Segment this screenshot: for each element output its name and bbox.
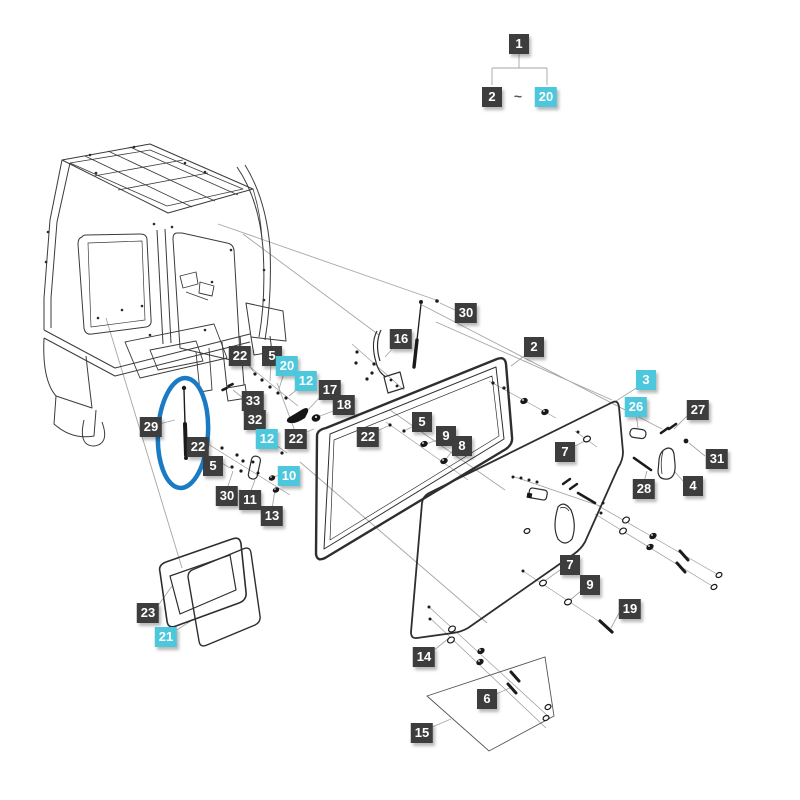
part-label-27[interactable]: 27: [686, 400, 710, 420]
part-label-8[interactable]: 8: [452, 436, 472, 456]
part-label-30[interactable]: 30: [215, 486, 239, 506]
part-label-7[interactable]: 7: [555, 442, 575, 462]
part-label-7[interactable]: 7: [560, 555, 580, 575]
part-label-2[interactable]: 2: [524, 337, 544, 357]
part-label-5[interactable]: 5: [203, 456, 223, 476]
part-label-15[interactable]: 15: [410, 723, 434, 743]
part-label-1[interactable]: 1: [509, 34, 529, 54]
part-label-12[interactable]: 12: [255, 429, 279, 449]
check-pin: [632, 456, 653, 472]
part-label-29[interactable]: 29: [139, 417, 163, 437]
latch-and-handle: [526, 487, 575, 544]
part-label-28[interactable]: 28: [632, 479, 656, 499]
part-label-22[interactable]: 22: [186, 437, 210, 457]
group-bracket: [491, 54, 548, 85]
part-label-13[interactable]: 13: [260, 506, 284, 526]
part-label-6[interactable]: 6: [477, 689, 497, 709]
door-glass-upper: [314, 356, 514, 561]
part-label-20[interactable]: 20: [534, 87, 558, 107]
hinge-plate-cluster: [247, 455, 262, 480]
part-label-22[interactable]: 22: [228, 346, 252, 366]
part-label-23[interactable]: 23: [136, 603, 160, 623]
part-label-3[interactable]: 3: [636, 370, 656, 390]
part-label-21[interactable]: 21: [154, 627, 178, 647]
part-label-9[interactable]: 9: [580, 575, 600, 595]
part-label-30[interactable]: 30: [454, 303, 478, 323]
gas-strut: [181, 385, 188, 460]
part-label-10[interactable]: 10: [277, 466, 301, 486]
striker-cylinder: [629, 427, 647, 440]
gas-strut-top: [412, 299, 439, 369]
part-label-22[interactable]: 22: [356, 427, 380, 447]
part-label-12[interactable]: 12: [294, 371, 318, 391]
part-label-31[interactable]: 31: [705, 449, 729, 469]
part-label-9[interactable]: 9: [436, 426, 456, 446]
part-label-32[interactable]: 32: [243, 410, 267, 430]
part-label-14[interactable]: 14: [412, 647, 436, 667]
part-label-26[interactable]: 26: [624, 397, 648, 417]
part-label-19[interactable]: 19: [618, 599, 642, 619]
door-glass-lower: [410, 400, 624, 640]
lower-trim-panel: [426, 656, 555, 752]
cab-bolts: [44, 145, 266, 337]
door-pocket-panel: [187, 547, 261, 647]
right-side-parts: [629, 427, 676, 480]
screw-dots: [220, 350, 689, 621]
part-label-2[interactable]: 2: [482, 87, 502, 107]
part-label-5[interactable]: 5: [412, 412, 432, 432]
part-label-11[interactable]: 11: [239, 490, 261, 510]
cab-wireframe: [43, 143, 287, 447]
door-pocket-frame: [158, 537, 247, 628]
check-bracket: [657, 447, 676, 480]
grommets-dark: [268, 397, 657, 666]
bolts: [506, 422, 690, 695]
part-label-22[interactable]: 22: [284, 429, 308, 449]
part-label-18[interactable]: 18: [332, 395, 356, 415]
hinge-parts: [286, 408, 321, 424]
range-separator: ~: [513, 88, 523, 104]
washer-rings: [447, 435, 723, 722]
part-label-4[interactable]: 4: [683, 476, 703, 496]
handle-bracket: [372, 329, 405, 394]
part-label-20[interactable]: 20: [275, 356, 299, 376]
part-label-33[interactable]: 33: [241, 391, 265, 411]
part-label-16[interactable]: 16: [389, 329, 413, 349]
